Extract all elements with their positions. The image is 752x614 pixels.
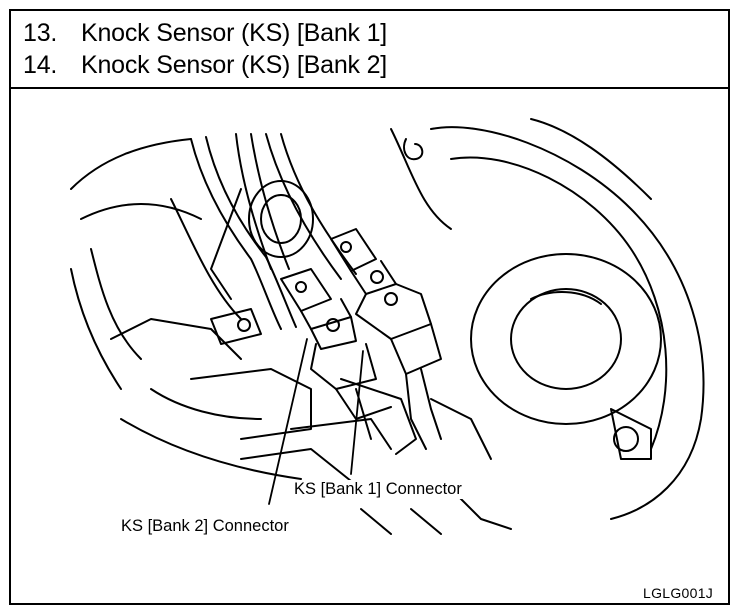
title-line-13: 13. Knock Sensor (KS) [Bank 1] [23, 17, 728, 49]
engine-housing [390, 118, 705, 520]
title-number: 14. [23, 51, 58, 79]
figure-frame: 13. Knock Sensor (KS) [Bank 1] 14. Knock… [9, 9, 730, 605]
bank1-connector-shape [330, 228, 442, 450]
engine-illustration-area: KS [Bank 1] Connector KS [Bank 2] Connec… [11, 89, 728, 603]
wiring-harness [170, 133, 357, 330]
mounting-bracket [290, 378, 512, 535]
title-number: 13. [23, 19, 58, 47]
bank1-connector-label: KS [Bank 1] Connector [292, 480, 464, 499]
callout-leaders [268, 338, 364, 505]
engine-block-left [70, 138, 362, 490]
title-text: Knock Sensor (KS) [Bank 2] [81, 51, 388, 79]
title-text: Knock Sensor (KS) [Bank 1] [81, 19, 388, 47]
knock-sensor-illustration [70, 118, 705, 535]
title-box: 13. Knock Sensor (KS) [Bank 1] 14. Knock… [11, 11, 728, 89]
title-line-14: 14. Knock Sensor (KS) [Bank 2] [23, 49, 728, 81]
figure-code: LGLG001J [643, 585, 714, 601]
bank2-connector-label: KS [Bank 2] Connector [119, 517, 291, 536]
